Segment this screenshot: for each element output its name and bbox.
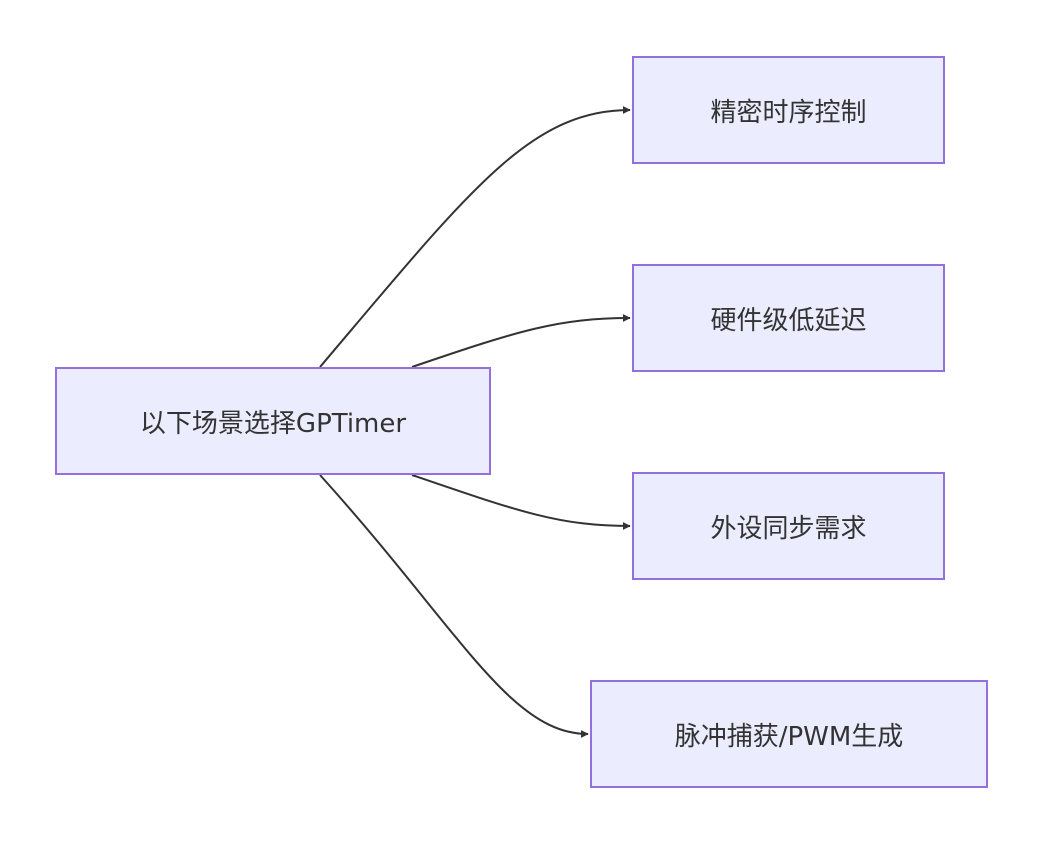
target-node-timing: 精密时序控制 [632, 56, 945, 164]
target-node-label: 精密时序控制 [710, 97, 867, 128]
root-node: 以下场景选择GPTimer [55, 367, 491, 475]
edge-root-to-latency [411, 314, 631, 368]
edge-root-to-pwm [319, 474, 589, 738]
target-node-label: 硬件级低延迟 [710, 305, 867, 336]
edge-root-to-sync [411, 474, 631, 530]
target-node-sync: 外设同步需求 [632, 472, 945, 580]
target-node-pwm: 脉冲捕获/PWM生成 [590, 680, 988, 788]
target-node-label: 外设同步需求 [710, 513, 867, 544]
target-node-latency: 硬件级低延迟 [632, 264, 945, 372]
root-node-label: 以下场景选择GPTimer [139, 408, 407, 439]
edge-root-to-timing [319, 106, 631, 368]
target-node-label: 脉冲捕获/PWM生成 [674, 721, 904, 752]
